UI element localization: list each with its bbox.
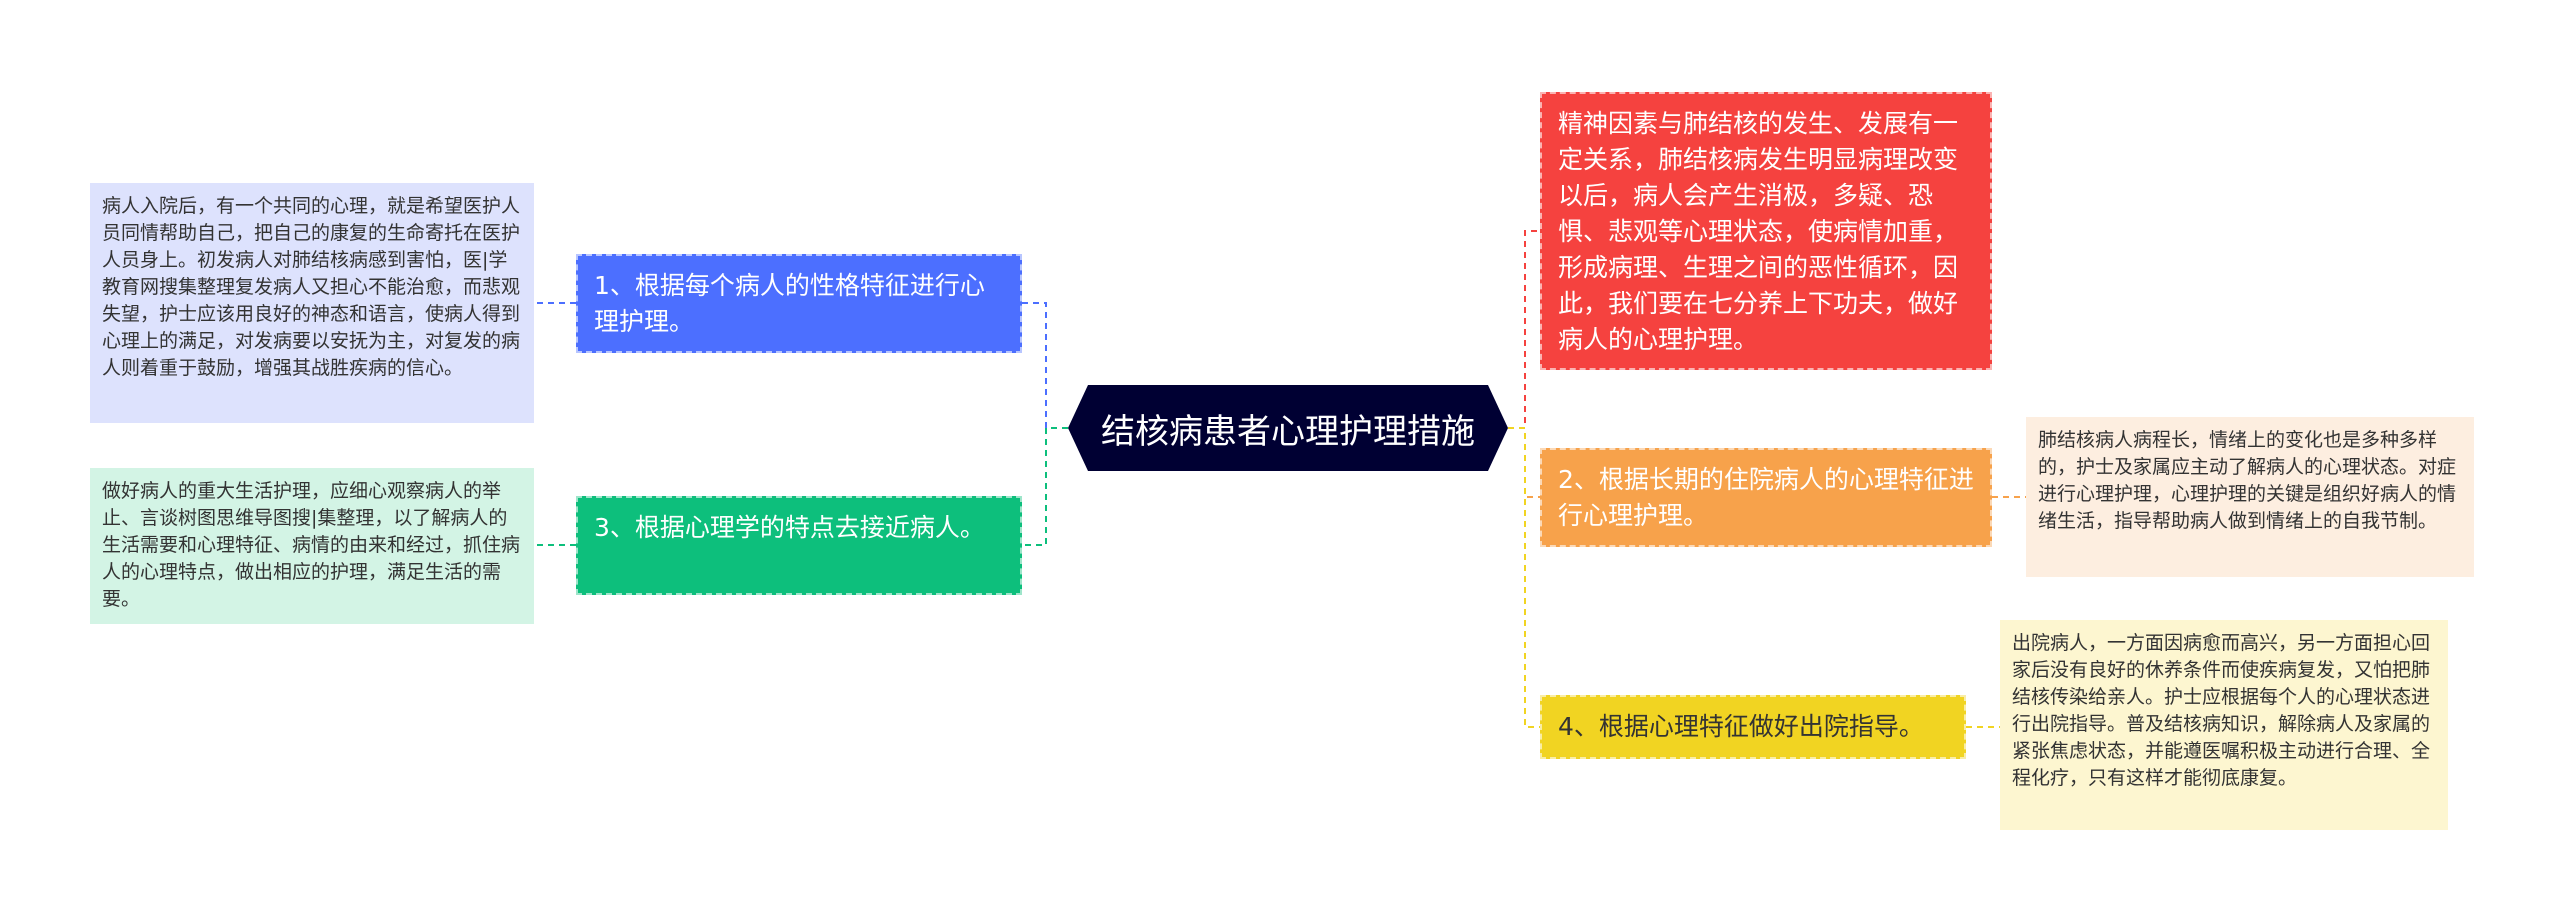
branch-psychology-label: 3、根据心理学的特点去接近病人。 (594, 513, 985, 542)
connector-root-personality (1022, 302, 1068, 429)
leaf-personality-text: 病人入院后，有一个共同的心理，就是希望医护人员同情帮助自己，把自己的康复的生命寄… (102, 195, 521, 379)
connector-root-longstay (1508, 427, 1540, 498)
branch-psychology[interactable]: 3、根据心理学的特点去接近病人。 (576, 496, 1022, 595)
leaf-long-stay-text: 肺结核病人病程长，情绪上的变化也是多种多样的，护士及家属应主动了解病人的心理状态… (2038, 429, 2457, 532)
connector-root-discharge (1508, 427, 1540, 728)
leaf-long-stay-detail[interactable]: 肺结核病人病程长，情绪上的变化也是多种多样的，护士及家属应主动了解病人的心理状态… (2026, 417, 2474, 577)
branch-personality-label: 1、根据每个病人的性格特征进行心理护理。 (594, 271, 985, 336)
branch-discharge-label: 4、根据心理特征做好出院指导。 (1558, 712, 1924, 741)
leaf-personality-detail[interactable]: 病人入院后，有一个共同的心理，就是希望医护人员同情帮助自己，把自己的康复的生命寄… (90, 183, 534, 423)
root-topic[interactable]: 结核病患者心理护理措施 (1068, 385, 1508, 471)
leaf-psychology-text: 做好病人的重大生活护理，应细心观察病人的举止、言谈树图思维导图搜|集整理，以了解… (102, 480, 521, 610)
leaf-psychology-detail[interactable]: 做好病人的重大生活护理，应细心观察病人的举止、言谈树图思维导图搜|集整理，以了解… (90, 468, 534, 624)
branch-personality[interactable]: 1、根据每个病人的性格特征进行心理护理。 (576, 254, 1022, 353)
branch-long-stay[interactable]: 2、根据长期的住院病人的心理特征进行心理护理。 (1540, 448, 1992, 547)
branch-discharge[interactable]: 4、根据心理特征做好出院指导。 (1540, 695, 1966, 759)
branch-mental-factors[interactable]: 精神因素与肺结核的发生、发展有一定关系，肺结核病发生明显病理改变以后，病人会产生… (1540, 92, 1992, 370)
leaf-discharge-text: 出院病人，一方面因病愈而高兴，另一方面担心回家后没有良好的休养条件而使疾病复发，… (2012, 632, 2431, 789)
root-topic-label: 结核病患者心理护理措施 (1101, 411, 1475, 452)
branch-mental-factors-label: 精神因素与肺结核的发生、发展有一定关系，肺结核病发生明显病理改变以后，病人会产生… (1558, 109, 1959, 354)
leaf-discharge-detail[interactable]: 出院病人，一方面因病愈而高兴，另一方面担心回家后没有良好的休养条件而使疾病复发，… (2000, 620, 2448, 830)
connector-root-mental (1508, 230, 1540, 429)
connector-root-psychology (1022, 427, 1068, 546)
branch-long-stay-label: 2、根据长期的住院病人的心理特征进行心理护理。 (1558, 465, 1974, 530)
